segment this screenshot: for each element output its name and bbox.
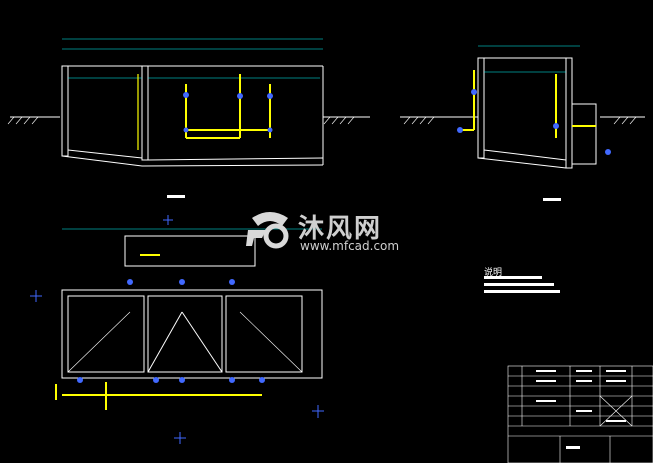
pipes-plan xyxy=(55,254,262,410)
soil-hatch-icon xyxy=(7,116,355,125)
valves-section-left xyxy=(183,92,273,133)
watermark: 沐风网 www.mfcad.com xyxy=(242,208,412,258)
notes-title: 说明 xyxy=(484,268,503,278)
plan-view xyxy=(61,228,323,379)
valves-plan xyxy=(77,279,265,383)
title-block-fill xyxy=(536,370,626,449)
valves-section-right xyxy=(457,89,611,155)
section-label-bar xyxy=(167,195,185,198)
title-block xyxy=(507,365,653,463)
section-view-left xyxy=(10,38,370,167)
soil-hatch-icon xyxy=(403,116,637,125)
watermark-logo-icon xyxy=(246,212,289,249)
section-label-bar xyxy=(543,198,561,201)
section-view-right xyxy=(400,45,645,169)
axis-cross-icon xyxy=(30,215,324,444)
pipes-section-left xyxy=(137,74,271,150)
watermark-brand: 沐风网 xyxy=(298,214,383,244)
notes-lines xyxy=(484,276,560,293)
watermark-url: www.mfcad.com xyxy=(300,239,400,253)
